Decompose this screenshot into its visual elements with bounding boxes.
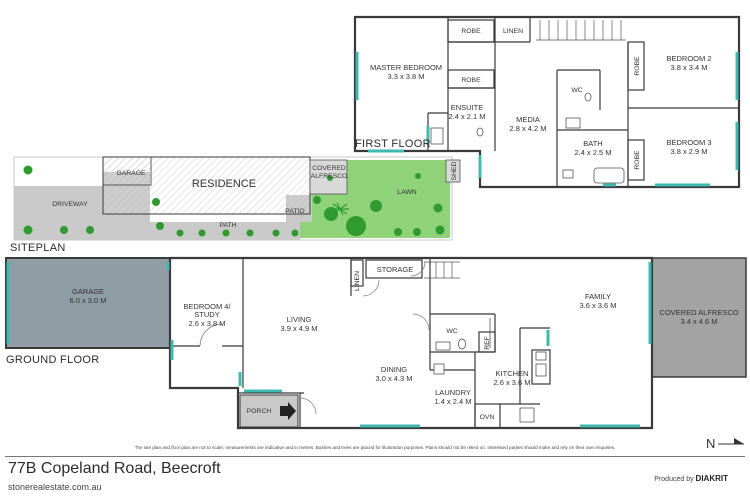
agency-website: stonerealestate.com.au (8, 482, 102, 492)
oven-label: OVN (480, 414, 495, 421)
ensuite-label: ENSUITE (451, 103, 484, 112)
siteplan-patio-label: PATIO (285, 208, 304, 215)
robe-label: ROBE (634, 56, 641, 76)
family-label: FAMILY (585, 292, 611, 301)
siteplan-alfresco-label: ALFRESCO (311, 173, 348, 180)
producer-credit: Produced by DIAKRIT (654, 474, 728, 483)
robe-label: ROBE (634, 150, 641, 170)
siteplan-driveway-label: DRIVEWAY (52, 201, 88, 208)
bedroom-4-label: BEDROOM 4/ (183, 302, 231, 311)
ground-floor-plan (5, 256, 747, 430)
producer-logo: DIAKRIT (695, 474, 728, 483)
plan-labels: MASTER BEDROOM 3.3 x 3.8 M ROBE ROBE LIN… (52, 28, 739, 421)
ensuite-dims: 2.4 x 2.1 M (448, 112, 485, 121)
wc-label: WC (446, 328, 457, 335)
storage-label: STORAGE (377, 265, 414, 274)
bedroom-2-label: BEDROOM 2 (666, 54, 711, 63)
living-dims: 3.9 x 4.9 M (280, 324, 317, 333)
kitchen-dims: 2.6 x 3.6 M (493, 378, 530, 387)
media-dims: 2.8 x 4.2 M (509, 124, 546, 133)
garage-dims: 6.0 x 3.0 M (69, 296, 106, 305)
siteplan-lawn-label: LAWN (397, 189, 416, 196)
bedroom-4-label: STUDY (194, 310, 219, 319)
bath-dims: 2.4 x 2.5 M (574, 148, 611, 157)
laundry-dims: 1.4 x 2.4 M (434, 397, 471, 406)
covered-alfresco-dims: 3.4 x 4.6 M (680, 317, 717, 326)
site-plan (13, 156, 461, 241)
laundry-label: LAUNDRY (435, 388, 471, 397)
linen-label: LINEN (354, 271, 361, 291)
property-address: 77B Copeland Road, Beecroft (8, 460, 221, 477)
siteplan-title: SITEPLAN (10, 242, 66, 254)
porch-label: PORCH (247, 408, 272, 415)
bedroom-2-dims: 3.8 x 3.4 M (670, 63, 707, 72)
siteplan-alfresco-label: COVERED (312, 165, 346, 172)
siteplan-shed-label: SHED (451, 161, 458, 180)
wc-label: WC (571, 87, 582, 94)
first-floor-title: FIRST FLOOR (355, 138, 431, 150)
siteplan-path-label: PATH (219, 222, 236, 229)
family-dims: 3.6 x 3.6 M (579, 301, 616, 310)
ref-label: REF (484, 336, 491, 350)
north-arrow-icon (718, 438, 744, 445)
bedroom-3-label: BEDROOM 3 (666, 138, 711, 147)
living-label: LIVING (287, 315, 312, 324)
master-bedroom-label: MASTER BEDROOM (370, 63, 442, 72)
robe-label: ROBE (461, 28, 481, 35)
siteplan-garage-label: GARAGE (116, 170, 146, 177)
ground-floor-title: GROUND FLOOR (6, 354, 100, 366)
bedroom-4-dims: 2.6 x 3.8 M (188, 319, 225, 328)
kitchen-label: KITCHEN (496, 369, 529, 378)
footer-divider (5, 456, 745, 457)
dining-label: DINING (381, 365, 407, 374)
dining-dims: 3.0 x 4.3 M (375, 374, 412, 383)
robe-label: ROBE (461, 77, 481, 84)
media-label: MEDIA (516, 115, 540, 124)
produced-by-label: Produced by (654, 476, 694, 483)
north-label: N (706, 436, 716, 451)
covered-alfresco-label: COVERED ALFRESCO (659, 308, 738, 317)
bath-label: BATH (583, 139, 602, 148)
disclaimer-text: The site plan and floor plan are not to … (134, 445, 616, 450)
siteplan-residence-label: RESIDENCE (192, 178, 256, 190)
first-floor-plan (353, 15, 741, 189)
garage-label: GARAGE (72, 287, 104, 296)
bedroom-3-dims: 3.8 x 2.9 M (670, 147, 707, 156)
linen-label: LINEN (503, 28, 523, 35)
master-bedroom-dims: 3.3 x 3.8 M (387, 72, 424, 81)
floor-plan-drawing: MASTER BEDROOM 3.3 x 3.8 M ROBE ROBE LIN… (5, 15, 747, 430)
